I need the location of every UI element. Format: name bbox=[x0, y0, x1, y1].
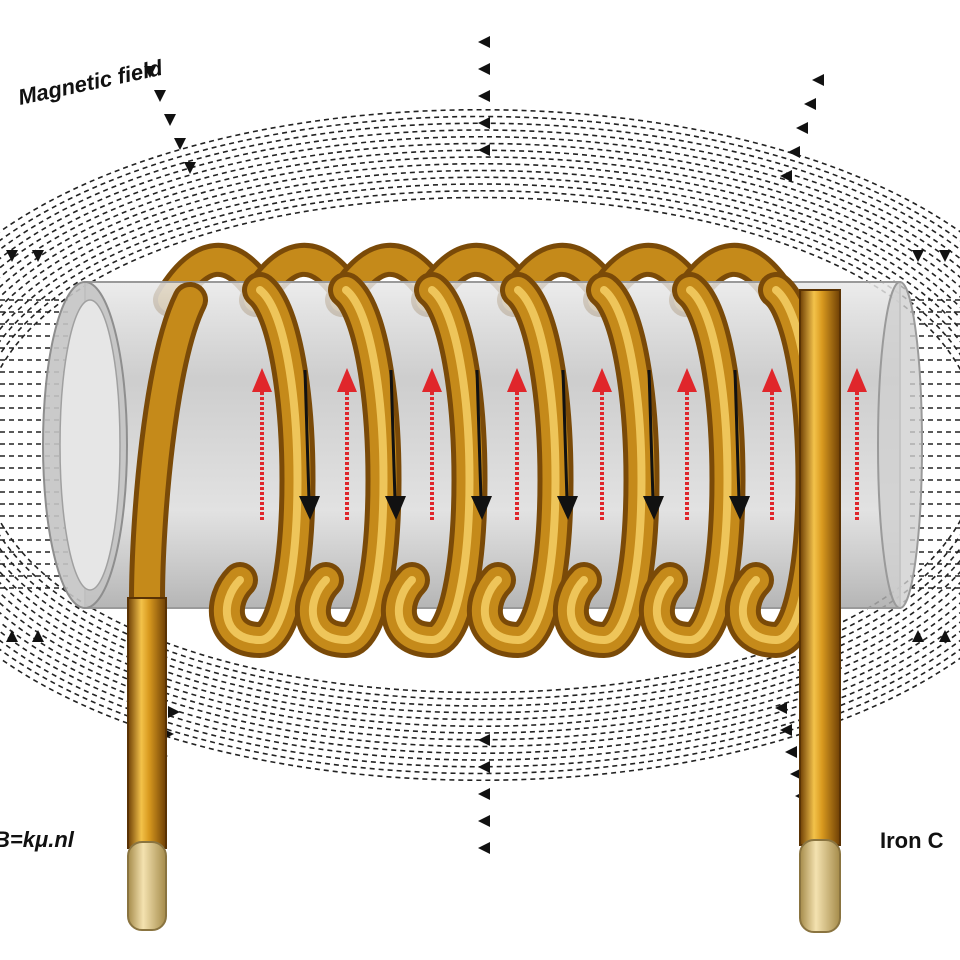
magnetic-field-label: Magnetic field bbox=[16, 55, 165, 110]
field-arrowhead bbox=[184, 162, 196, 174]
field-arrowhead bbox=[478, 761, 490, 773]
current-arrow-shaft bbox=[647, 369, 655, 501]
coil-lead-in-body bbox=[134, 287, 203, 613]
current-arrowhead bbox=[299, 496, 320, 520]
field-line bbox=[0, 149, 960, 741]
field-arrowhead bbox=[478, 63, 490, 75]
field-arrowhead bbox=[912, 630, 924, 642]
core-field-arrows bbox=[252, 368, 867, 520]
coil-turn-front-shine bbox=[223, 286, 302, 645]
field-arrowhead bbox=[780, 724, 792, 736]
iron-core bbox=[42, 281, 923, 609]
core-arrowhead bbox=[337, 368, 357, 392]
field-arrowhead bbox=[144, 66, 156, 78]
field-line bbox=[0, 176, 960, 714]
coil-turn-front-shine bbox=[481, 286, 560, 645]
field-line bbox=[0, 115, 960, 775]
field-line bbox=[0, 156, 960, 734]
field-arrowhead bbox=[788, 146, 800, 158]
field-line bbox=[0, 169, 960, 721]
current-arrowhead bbox=[643, 496, 664, 520]
core-arrowhead bbox=[592, 368, 612, 392]
field-line bbox=[0, 122, 960, 768]
left-lead bbox=[127, 597, 167, 931]
field-arrowhead bbox=[912, 250, 924, 262]
field-arrowhead bbox=[478, 117, 490, 129]
field-line bbox=[0, 183, 960, 707]
core-arrowhead bbox=[252, 368, 272, 392]
field-arrowhead bbox=[168, 706, 180, 718]
field-arrowhead bbox=[478, 734, 490, 746]
iron-core-label: Iron C bbox=[880, 828, 944, 853]
field-arrowhead bbox=[6, 630, 18, 642]
field-arrowhead bbox=[780, 170, 792, 182]
current-arrowhead bbox=[729, 496, 750, 520]
current-arrow-shaft bbox=[733, 369, 741, 501]
core-arrowhead bbox=[507, 368, 527, 392]
core-arrowhead bbox=[677, 368, 697, 392]
field-arrowhead bbox=[154, 90, 166, 102]
coil-turn-front-shine bbox=[567, 286, 646, 645]
field-arrowhead bbox=[478, 144, 490, 156]
core-arrowhead bbox=[422, 368, 442, 392]
field-line bbox=[0, 189, 960, 701]
field-line bbox=[0, 136, 960, 754]
field-line bbox=[0, 142, 960, 748]
current-arrow-shaft bbox=[561, 369, 569, 501]
field-arrowhead bbox=[785, 746, 797, 758]
field-arrowhead bbox=[478, 788, 490, 800]
field-arrowhead bbox=[478, 36, 490, 48]
magnetic-field-lines bbox=[0, 108, 960, 782]
field-arrowhead bbox=[174, 138, 186, 150]
current-arrow-shaft bbox=[303, 369, 311, 501]
current-arrow-shaft bbox=[475, 369, 483, 501]
current-arrow-shaft bbox=[389, 369, 397, 501]
field-line bbox=[0, 129, 960, 761]
current-arrowhead bbox=[471, 496, 492, 520]
field-arrowhead bbox=[796, 122, 808, 134]
field-arrowhead bbox=[164, 114, 176, 126]
field-arrowhead bbox=[6, 250, 18, 262]
field-arrowhead bbox=[32, 630, 44, 642]
current-arrowhead bbox=[557, 496, 578, 520]
field-line bbox=[0, 108, 960, 782]
core-arrowhead bbox=[762, 368, 782, 392]
core-arrowhead bbox=[847, 368, 867, 392]
field-arrowhead bbox=[775, 702, 787, 714]
field-arrowhead bbox=[939, 630, 951, 642]
field-line bbox=[0, 196, 960, 694]
field-arrowhead bbox=[812, 74, 824, 86]
field-arrowhead bbox=[804, 98, 816, 110]
current-arrowhead bbox=[385, 496, 406, 520]
coil-turn-front-shine bbox=[309, 286, 388, 645]
right-lead bbox=[799, 289, 841, 933]
coil-turn-front-shine bbox=[653, 286, 732, 645]
field-arrowhead bbox=[32, 250, 44, 262]
formula-label: B=kμ.nl bbox=[0, 827, 75, 852]
field-arrowhead bbox=[478, 90, 490, 102]
field-arrowhead bbox=[939, 250, 951, 262]
coil-turn-front-shine bbox=[395, 286, 474, 645]
field-arrowhead bbox=[478, 815, 490, 827]
field-arrowhead bbox=[478, 842, 490, 854]
